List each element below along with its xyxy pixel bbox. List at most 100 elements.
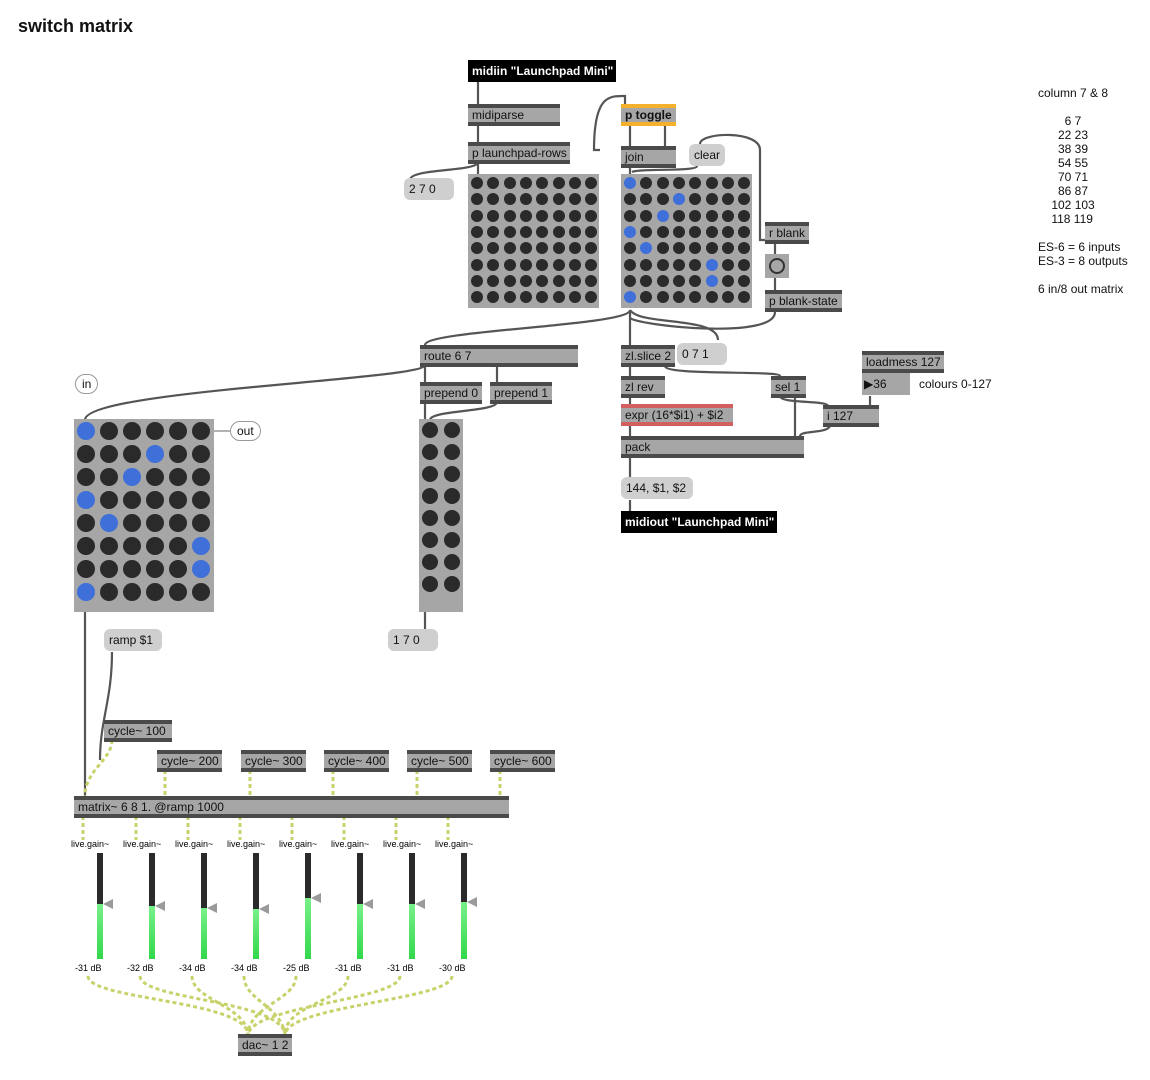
matrix-cell[interactable]: [705, 177, 718, 189]
matrix-cell[interactable]: [640, 291, 653, 304]
matrix-cell[interactable]: [77, 560, 95, 578]
matrix-cell[interactable]: [77, 583, 95, 601]
matrix-cell[interactable]: [487, 225, 500, 238]
matrix-cell[interactable]: [585, 274, 598, 287]
matrix-cell[interactable]: [422, 488, 438, 504]
matrix-cell[interactable]: [77, 491, 95, 509]
route-object[interactable]: route 6 7: [420, 345, 578, 367]
matrix-cell[interactable]: [568, 225, 581, 238]
matrix-cell[interactable]: [552, 177, 565, 189]
matrix-cell[interactable]: [77, 422, 95, 440]
matrix-cell[interactable]: [471, 242, 483, 255]
matrix-cell[interactable]: [536, 209, 549, 222]
cycle-500-object[interactable]: cycle~ 500: [407, 750, 472, 772]
matrix-cell[interactable]: [672, 291, 685, 304]
matrix-cell[interactable]: [738, 193, 751, 206]
matrix-cell[interactable]: [640, 242, 653, 255]
matrix-cell[interactable]: [656, 193, 669, 206]
matrix-cell[interactable]: [585, 177, 598, 189]
matrix-cell[interactable]: [640, 193, 653, 206]
matrix-cell[interactable]: [487, 177, 500, 189]
matrix-cell[interactable]: [672, 209, 685, 222]
live-gain-slider[interactable]: live.gain~-31 dB: [331, 839, 379, 975]
live-gain-slider[interactable]: live.gain~-30 dB: [435, 839, 483, 975]
midiin-object[interactable]: midiin "Launchpad Mini": [468, 60, 616, 82]
matrix-cell[interactable]: [422, 510, 438, 526]
matrix-cell[interactable]: [568, 274, 581, 287]
matrix-cell[interactable]: [519, 258, 532, 271]
switch-matrix-ctrl[interactable]: [74, 419, 214, 612]
matrix-cell[interactable]: [738, 258, 751, 271]
pack-object[interactable]: pack: [621, 436, 804, 458]
matrix-cell[interactable]: [552, 225, 565, 238]
matrix-cell[interactable]: [444, 510, 460, 526]
matrix-cell[interactable]: [640, 225, 653, 238]
matrix-cell[interactable]: [536, 193, 549, 206]
matrix-cell[interactable]: [100, 491, 118, 509]
gain-handle-icon[interactable]: [155, 901, 165, 911]
ramp-message[interactable]: ramp $1: [104, 629, 162, 651]
message-2-7-0[interactable]: 2 7 0: [404, 178, 454, 200]
matrix-cell[interactable]: [169, 560, 187, 578]
launchpad-rows-subpatch[interactable]: p launchpad-rows: [468, 142, 570, 164]
matrix-cell[interactable]: [705, 291, 718, 304]
matrix-cell[interactable]: [192, 422, 210, 440]
matrix-cell[interactable]: [169, 537, 187, 555]
receive-blank-object[interactable]: r blank: [765, 222, 809, 244]
matrix-cell[interactable]: [672, 258, 685, 271]
matrix-cell[interactable]: [503, 177, 516, 189]
live-gain-slider[interactable]: live.gain~-34 dB: [175, 839, 223, 975]
expr-object[interactable]: expr (16*$i1) + $i2: [621, 404, 733, 426]
matrix-cell[interactable]: [169, 491, 187, 509]
matrix-cell[interactable]: [422, 422, 438, 438]
matrix-cell[interactable]: [689, 258, 702, 271]
matrix-cell[interactable]: [100, 560, 118, 578]
matrix-cell[interactable]: [568, 258, 581, 271]
gain-handle-icon[interactable]: [207, 903, 217, 913]
blank-state-subpatch[interactable]: p blank-state: [765, 290, 842, 312]
matrix-cell[interactable]: [146, 468, 164, 486]
matrix-cell[interactable]: [656, 177, 669, 189]
matrix-cell[interactable]: [536, 258, 549, 271]
matrix-cell[interactable]: [471, 258, 483, 271]
loadmess-object[interactable]: loadmess 127: [862, 351, 944, 373]
matrix-cell[interactable]: [672, 177, 685, 189]
cycle-400-object[interactable]: cycle~ 400: [324, 750, 389, 772]
matrix-cell[interactable]: [738, 291, 751, 304]
matrix-cell[interactable]: [568, 242, 581, 255]
matrix-cell[interactable]: [100, 537, 118, 555]
matrix-cell[interactable]: [422, 576, 438, 592]
matrix-cell[interactable]: [123, 560, 141, 578]
matrix-cell[interactable]: [705, 225, 718, 238]
gain-handle-icon[interactable]: [311, 893, 321, 903]
matrix-cell[interactable]: [721, 258, 734, 271]
matrix-cell[interactable]: [471, 177, 483, 189]
matrix-cell[interactable]: [552, 291, 565, 304]
toggle-matrix[interactable]: [621, 174, 752, 308]
matrix-cell[interactable]: [146, 560, 164, 578]
matrix-cell[interactable]: [444, 422, 460, 438]
matrix-cell[interactable]: [656, 258, 669, 271]
colour-number-box[interactable]: ▶36: [862, 373, 910, 395]
matrix-cell[interactable]: [192, 583, 210, 601]
gain-track[interactable]: [461, 853, 467, 959]
matrix-cell[interactable]: [672, 274, 685, 287]
matrix-cell[interactable]: [585, 291, 598, 304]
gain-track[interactable]: [357, 853, 363, 959]
matrix-cell[interactable]: [721, 225, 734, 238]
matrix-cell[interactable]: [738, 177, 751, 189]
matrix-cell[interactable]: [146, 445, 164, 463]
matrix-cell[interactable]: [519, 193, 532, 206]
matrix-cell[interactable]: [487, 258, 500, 271]
matrix-cell[interactable]: [536, 225, 549, 238]
matrix-cell[interactable]: [169, 422, 187, 440]
blank-toggle[interactable]: [765, 254, 789, 278]
matrix-cell[interactable]: [640, 258, 653, 271]
matrix-cell[interactable]: [487, 209, 500, 222]
matrix-cell[interactable]: [624, 225, 636, 238]
matrix-cell[interactable]: [640, 177, 653, 189]
gain-track[interactable]: [97, 853, 103, 959]
matrix-cell[interactable]: [77, 537, 95, 555]
matrix-cell[interactable]: [568, 193, 581, 206]
matrix-cell[interactable]: [640, 209, 653, 222]
